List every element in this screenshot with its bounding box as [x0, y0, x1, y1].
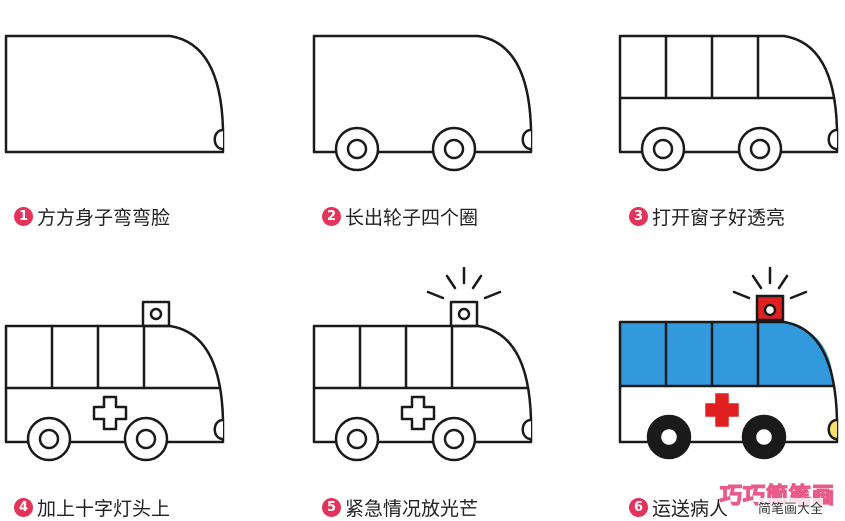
step-text: 紧急情况放光芒 [345, 498, 479, 520]
window-dividers [664, 34, 760, 100]
headlight [521, 418, 532, 441]
step-3-drawing [618, 34, 839, 172]
headlight [827, 128, 838, 151]
wheel-rear [737, 126, 783, 172]
step-4-drawing [4, 300, 225, 462]
headlight [827, 418, 838, 441]
wheel-front [26, 416, 72, 462]
wheel-rear [123, 416, 169, 462]
step-text: 长出轮子四个圈 [345, 207, 479, 229]
step-1-drawing [4, 34, 225, 154]
window-dividers [664, 320, 760, 388]
step-2-drawing [312, 34, 533, 172]
light-rays [426, 266, 502, 300]
step-number-badge: 4 [14, 498, 33, 517]
headlight [213, 128, 224, 151]
wheel-rear [431, 416, 477, 462]
cross-symbol [400, 395, 436, 431]
step-number-badge: 2 [322, 207, 341, 226]
step-caption: 2 长出轮子四个圈 [322, 203, 478, 230]
window-dividers [358, 324, 454, 390]
wheel-front [334, 126, 380, 172]
cross-symbol [92, 395, 128, 431]
step-caption: 1 方方身子弯弯脸 [14, 203, 170, 230]
step-number-badge: 5 [322, 498, 341, 517]
step-5-drawing [312, 266, 533, 462]
light-rays [732, 266, 808, 300]
wheel-front [640, 126, 686, 172]
headlight [213, 418, 224, 441]
watermark-sub: 简笔画大全 [758, 498, 824, 517]
van-body [4, 34, 225, 154]
wheel-rear [741, 414, 787, 460]
step-caption: 6 运送病人 [629, 494, 728, 521]
step-text: 打开窗子好透亮 [652, 207, 786, 229]
step-text: 加上十字灯头上 [37, 498, 171, 520]
step-number-badge: 1 [14, 207, 33, 226]
step-number-badge: 3 [629, 207, 648, 226]
wheel-front [334, 416, 380, 462]
siren-bulb [457, 307, 471, 321]
siren-bulb [763, 303, 777, 317]
window-dividers [50, 324, 146, 390]
siren-bulb [149, 307, 163, 321]
step-number-badge: 6 [629, 498, 648, 517]
wheel-front [646, 414, 692, 460]
step-caption: 3 打开窗子好透亮 [629, 203, 785, 230]
headlight [521, 128, 532, 151]
step-caption: 4 加上十字灯头上 [14, 494, 170, 521]
wheel-rear [431, 126, 477, 172]
window-area-blue [620, 322, 834, 386]
step-text: 方方身子弯弯脸 [37, 207, 171, 229]
step-text: 运送病人 [652, 498, 729, 520]
step-caption: 5 紧急情况放光芒 [322, 494, 478, 521]
cross-symbol [705, 393, 739, 427]
step-6-drawing [618, 266, 839, 460]
